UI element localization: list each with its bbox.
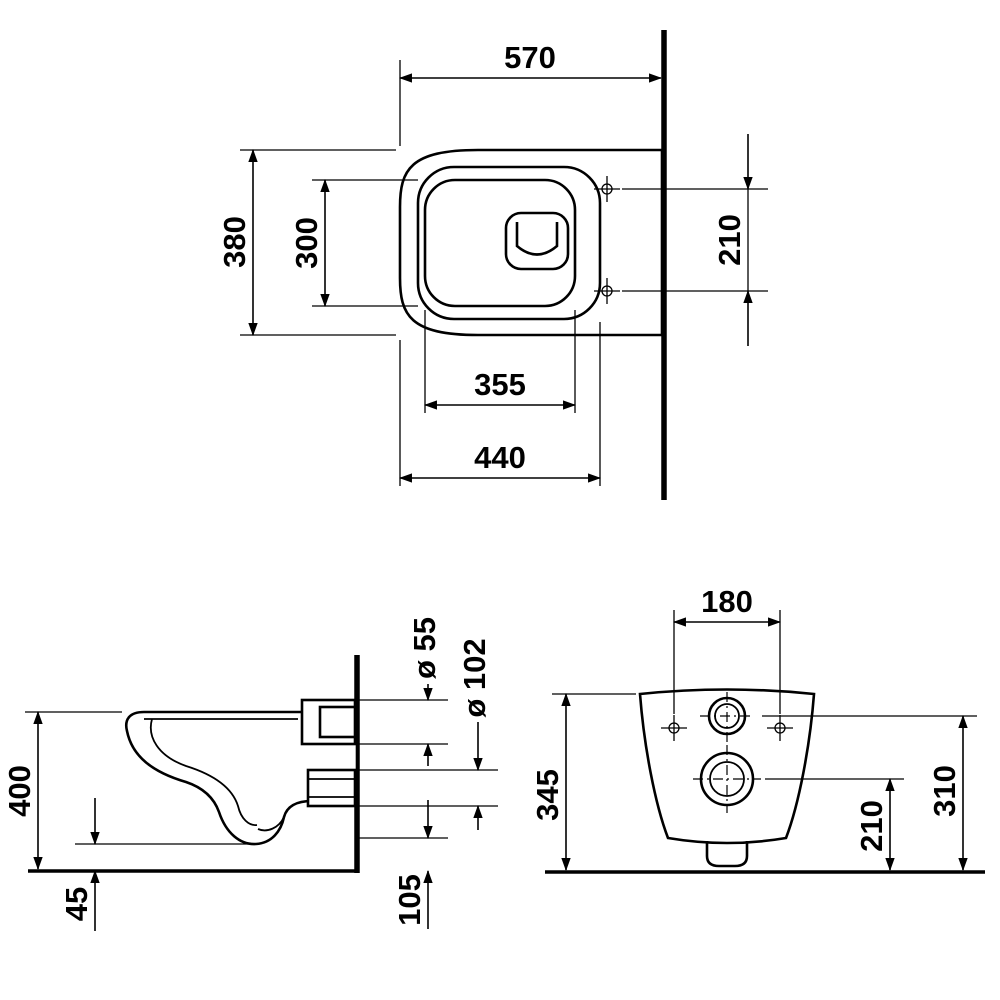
pan-outer-outline bbox=[398, 148, 664, 337]
trap-inner-profile bbox=[257, 816, 285, 832]
dim-380: 380 bbox=[217, 148, 396, 337]
dim-outlet-diameter: ø 102 bbox=[359, 638, 498, 830]
flush-inlet-hole bbox=[700, 692, 754, 742]
rear-view: 180 345 210 310 bbox=[530, 584, 985, 874]
dim-label-body-height: 345 bbox=[530, 769, 565, 821]
fixing-mark-top-2 bbox=[594, 278, 620, 304]
pan-rim-line bbox=[416, 165, 602, 321]
dim-label-outlet-center-height: 210 bbox=[854, 800, 889, 852]
dim-label-fixing-centers: 180 bbox=[701, 584, 753, 619]
dim-345: 345 bbox=[530, 692, 636, 872]
fixing-mark-rear-left bbox=[661, 715, 687, 741]
dim-210-top: 210 bbox=[622, 134, 768, 346]
dim-105: 105 bbox=[359, 800, 448, 929]
dim-45: 45 bbox=[59, 798, 100, 931]
dim-label-bowl-inner-depth: 300 bbox=[289, 217, 324, 269]
outlet-hole-inner bbox=[709, 761, 745, 797]
water-spot-outer bbox=[504, 211, 570, 271]
dim-label-outer-depth: 380 bbox=[217, 216, 252, 268]
dim-180: 180 bbox=[672, 584, 782, 714]
dim-570: 570 bbox=[398, 40, 663, 146]
dim-label-bowl-inner-width: 355 bbox=[474, 367, 526, 402]
top-view: 570 380 300 210 355 bbox=[217, 30, 768, 500]
dim-300: 300 bbox=[289, 178, 418, 308]
fixing-mark-top-1 bbox=[594, 176, 620, 202]
outlet-hole bbox=[693, 745, 761, 813]
fixing-mark-rear-right bbox=[767, 715, 793, 741]
dim-400: 400 bbox=[2, 710, 122, 871]
dim-label-flush-diameter: ø 55 bbox=[407, 617, 442, 679]
dim-label-overall-height: 400 bbox=[2, 765, 37, 817]
outlet-pipe-connection bbox=[306, 768, 357, 808]
dim-label-front-offset: 45 bbox=[59, 887, 94, 921]
seat-opening-line bbox=[423, 178, 577, 308]
dim-label-outlet-diameter: ø 102 bbox=[457, 638, 492, 717]
flush-pipe-inner bbox=[318, 705, 357, 739]
dim-310: 310 bbox=[762, 714, 977, 872]
dim-label-overall-width: 570 bbox=[504, 40, 556, 75]
drain-stub bbox=[705, 841, 749, 868]
dim-210-rear: 210 bbox=[765, 777, 904, 872]
dim-label-flush-connection-height: 310 bbox=[927, 765, 962, 817]
water-spot-inner bbox=[515, 222, 559, 256]
dim-label-bowl-outer-width: 440 bbox=[474, 440, 526, 475]
dim-flush-diameter: ø 55 bbox=[359, 617, 448, 766]
dim-label-fixing-spacing: 210 bbox=[712, 214, 747, 266]
dim-label-outlet-height: 105 bbox=[392, 874, 427, 926]
dim-440: 440 bbox=[398, 322, 602, 486]
bowl-inner-profile bbox=[150, 718, 258, 826]
pan-side-profile bbox=[124, 710, 359, 846]
dim-355: 355 bbox=[423, 310, 577, 413]
side-view: 400 45 ø 55 ø 102 105 bbox=[2, 617, 498, 931]
